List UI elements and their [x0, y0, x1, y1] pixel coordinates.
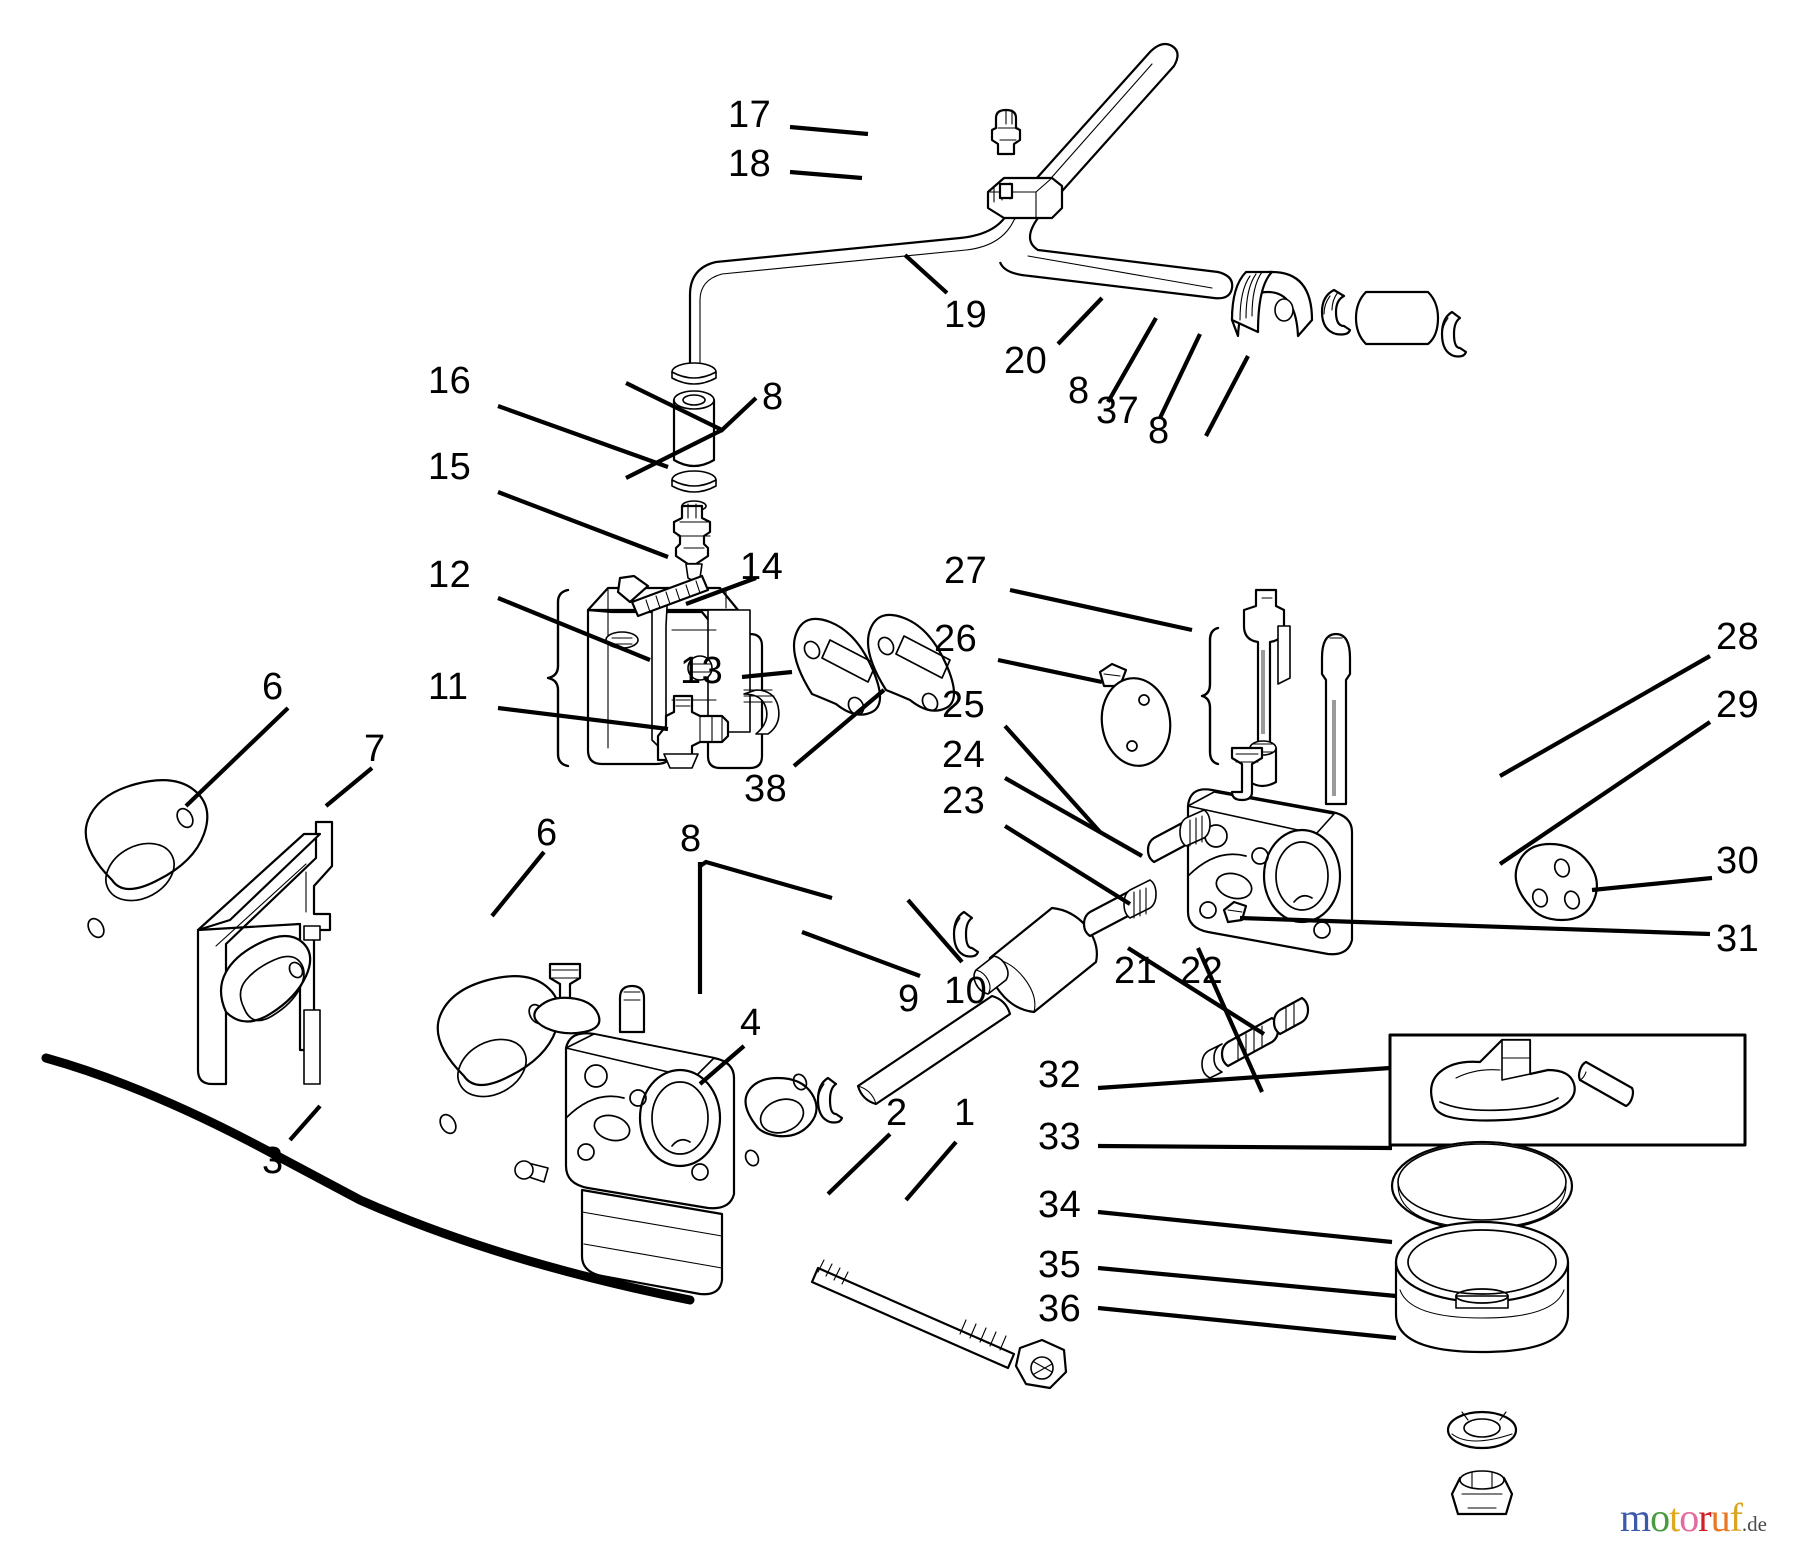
- part-8-clamp-upper: [1320, 288, 1352, 336]
- callout-15: 15: [428, 446, 472, 488]
- part-3-cable: [41, 1053, 695, 1305]
- part-24-screw: [1146, 809, 1211, 864]
- part-33-bowl-gasket: [1390, 1140, 1574, 1232]
- part-10-fuel-filter: [973, 906, 1098, 1014]
- callout-12: 12: [428, 554, 472, 596]
- callout-16: 16: [428, 360, 472, 402]
- part-6-gasket-lower: [436, 975, 561, 1135]
- callout-4: 4: [740, 1002, 762, 1044]
- callout-31: 31: [1716, 918, 1760, 960]
- part-15-check-valve: [672, 500, 712, 581]
- part-2-long-bolt: [810, 1259, 1016, 1370]
- callout-34: 34: [1038, 1184, 1082, 1226]
- callout-17: 17: [728, 94, 772, 136]
- part-8-clamp-lower: [1440, 310, 1468, 358]
- part-17-fitting: [990, 108, 1022, 156]
- callout-36: 36: [1038, 1288, 1082, 1330]
- callout-30: 30: [1716, 840, 1760, 882]
- watermark-letter-o2: o: [1679, 1495, 1699, 1540]
- callout-35: 35: [1038, 1244, 1082, 1286]
- part-14-bolt: [616, 574, 710, 618]
- watermark-letter-o1: o: [1650, 1495, 1670, 1540]
- callout-19: 19: [944, 294, 988, 336]
- part-9-fuel-hose: [856, 994, 1012, 1106]
- callout-14: 14: [740, 546, 784, 588]
- callout-13: 13: [680, 650, 724, 692]
- watermark-suffix: .de: [1741, 1512, 1767, 1536]
- callout-18: 18: [728, 143, 772, 185]
- callout-8-upper-left: 8: [1068, 370, 1090, 412]
- watermark-letter-m: m: [1620, 1495, 1651, 1540]
- callout-9: 9: [898, 978, 920, 1020]
- part-23-screw: [1082, 879, 1157, 938]
- part-8-clamp-filter: [952, 910, 980, 958]
- part-16-filter-cartridge: [671, 362, 717, 493]
- part-38-gasket: [866, 613, 956, 712]
- callout-8-upper-right: 8: [1148, 410, 1170, 452]
- part-37-hose: [1354, 290, 1440, 346]
- watermark-letter-r: r: [1698, 1495, 1711, 1540]
- part-8-clamp-hose: [816, 1076, 844, 1124]
- callout-28: 28: [1716, 616, 1760, 658]
- callout-24: 24: [942, 734, 986, 776]
- callout-11: 11: [428, 666, 469, 708]
- callout-2: 2: [886, 1092, 908, 1134]
- part-26-small-screw: [1098, 662, 1128, 688]
- callout-29: 29: [1716, 684, 1760, 726]
- callout-27: 27: [944, 550, 988, 592]
- callout-1: 1: [954, 1092, 976, 1134]
- watermark-motoruf: motoruf.de: [1620, 1494, 1767, 1541]
- part-28-main-jet: [1320, 632, 1352, 806]
- callout-6-upper: 6: [262, 666, 284, 708]
- callout-3: 3: [262, 1140, 284, 1182]
- callout-6-lower: 6: [536, 812, 558, 854]
- callout-33: 33: [1038, 1116, 1082, 1158]
- carburetor-body-center: [514, 962, 736, 1296]
- part-12-fuel-pump: [546, 586, 780, 770]
- callout-10: 10: [944, 970, 988, 1012]
- callout-21: 21: [1114, 950, 1158, 992]
- part-25-throttle-plate: [1100, 677, 1172, 767]
- part-18-connector: [986, 176, 1064, 220]
- callout-20: 20: [1004, 340, 1048, 382]
- callout-37: 37: [1096, 390, 1140, 432]
- callout-7: 7: [364, 728, 386, 770]
- part-21-screw: [1201, 1016, 1280, 1079]
- callout-8-seals: 8: [762, 376, 784, 418]
- watermark-letter-f: f: [1729, 1495, 1743, 1540]
- part-1-nut: [1014, 1338, 1068, 1390]
- callout-32: 32: [1038, 1054, 1082, 1096]
- part-30-cover-plate: [1514, 842, 1599, 922]
- inset-box-32: [1388, 1033, 1747, 1147]
- part-22-screw: [1272, 996, 1310, 1036]
- callout-25: 25: [942, 684, 986, 726]
- callout-38: 38: [744, 768, 788, 810]
- part-36-drain-bolt: [1450, 1470, 1514, 1516]
- watermark-letter-u: u: [1710, 1495, 1731, 1540]
- part-35-washer: [1446, 1410, 1518, 1450]
- callout-8-clamps: 8: [680, 818, 702, 860]
- part-4-gasket-small: [744, 1073, 818, 1167]
- callout-23: 23: [942, 780, 986, 822]
- part-6-gasket-upper: [84, 779, 209, 939]
- part-20-cap: [1230, 270, 1314, 338]
- callout-26: 26: [934, 618, 978, 660]
- part-7-bracket: [196, 820, 334, 1086]
- watermark-letter-t: t: [1669, 1495, 1680, 1540]
- callout-22: 22: [1180, 950, 1224, 992]
- part-11-elbow-fitting: [656, 694, 730, 769]
- part-34-float-bowl: [1394, 1220, 1570, 1354]
- leader-lines: [184, 124, 1713, 1341]
